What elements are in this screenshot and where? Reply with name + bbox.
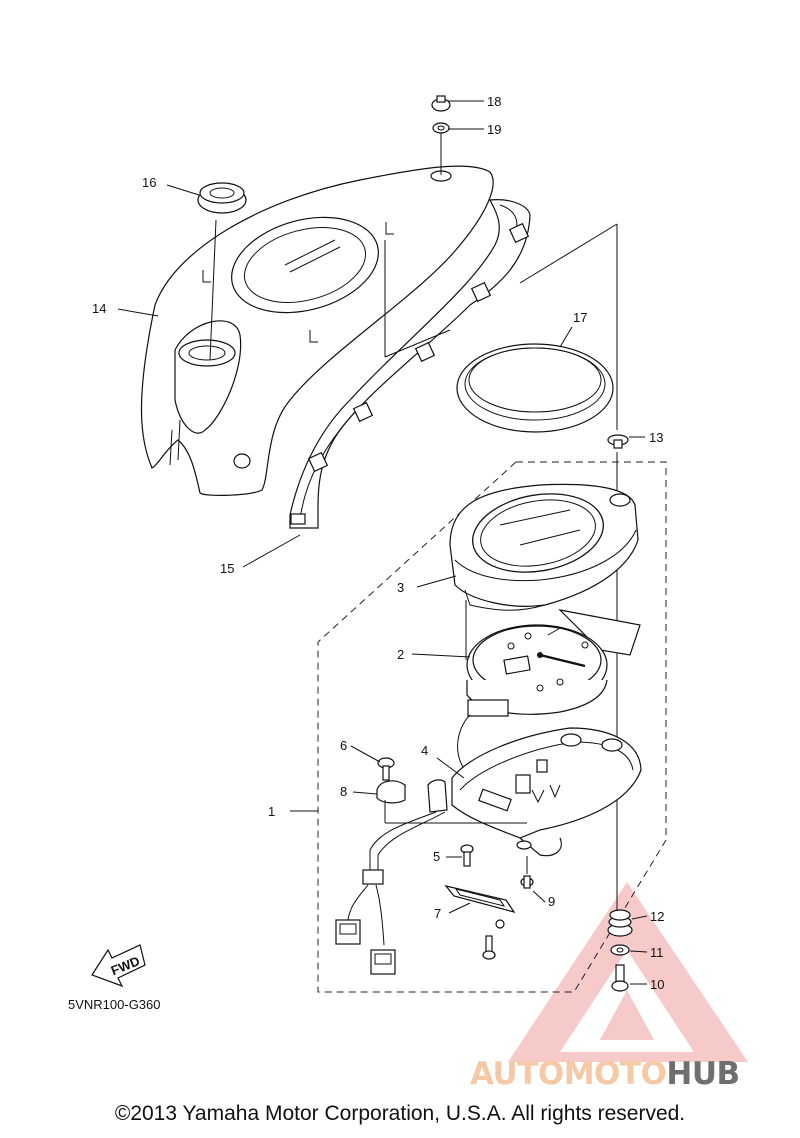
callout-16: 16 <box>142 175 156 190</box>
part-2-speedometer-assembly <box>457 609 641 776</box>
part-6-screw <box>377 757 395 781</box>
part-16-grommet <box>197 182 247 361</box>
callout-15: 15 <box>220 561 234 576</box>
callout-17: 17 <box>573 310 587 325</box>
callout-7: 7 <box>434 906 441 921</box>
part-8-clamp <box>376 779 448 813</box>
watermark-text: AUTOMOTOHUB <box>470 1056 740 1092</box>
wire-harness <box>335 811 446 975</box>
part-3-meter-lens-case <box>449 483 639 660</box>
part-19-washer <box>432 122 450 134</box>
callout-12: 12 <box>650 909 664 924</box>
callout-8: 8 <box>340 784 347 799</box>
callout-labels: 18 19 16 14 17 13 15 3 2 6 4 8 1 5 9 7 1… <box>92 94 664 992</box>
part-4-meter-case <box>451 727 642 857</box>
part-12-grommet <box>607 909 633 937</box>
leader-lines <box>117 100 648 985</box>
part-14-meter-cover <box>140 130 494 496</box>
callout-6: 6 <box>340 738 347 753</box>
callout-11: 11 <box>650 945 664 960</box>
watermark-text-b: HUB <box>666 1056 740 1092</box>
part-15-cover-gasket <box>289 199 618 529</box>
callout-9: 9 <box>548 894 555 909</box>
part-11-collar <box>610 944 630 956</box>
callout-18: 18 <box>487 94 501 109</box>
part-7-plate <box>444 885 516 960</box>
callout-2: 2 <box>397 647 404 662</box>
part-18-screw <box>431 95 451 112</box>
part-5-screw <box>460 844 474 867</box>
part-10-bolt <box>611 964 629 992</box>
callout-3: 3 <box>397 580 404 595</box>
callout-1: 1 <box>268 804 275 819</box>
part-9-screw <box>520 856 534 889</box>
diagram-code: 5VNR100-G360 <box>68 997 161 1012</box>
watermark-logo <box>508 882 748 1062</box>
fwd-arrow-icon: FWD <box>91 944 146 988</box>
part-17-ring-seal <box>456 343 614 433</box>
copyright-notice: ©2013 Yamaha Motor Corporation, U.S.A. A… <box>114 1102 686 1125</box>
callout-5: 5 <box>433 849 440 864</box>
callout-4: 4 <box>421 743 428 758</box>
callout-13: 13 <box>649 430 663 445</box>
callout-14: 14 <box>92 301 106 316</box>
callout-10: 10 <box>650 977 664 992</box>
callout-19: 19 <box>487 122 501 137</box>
watermark-text-a: AUTOMOTO <box>470 1056 667 1092</box>
